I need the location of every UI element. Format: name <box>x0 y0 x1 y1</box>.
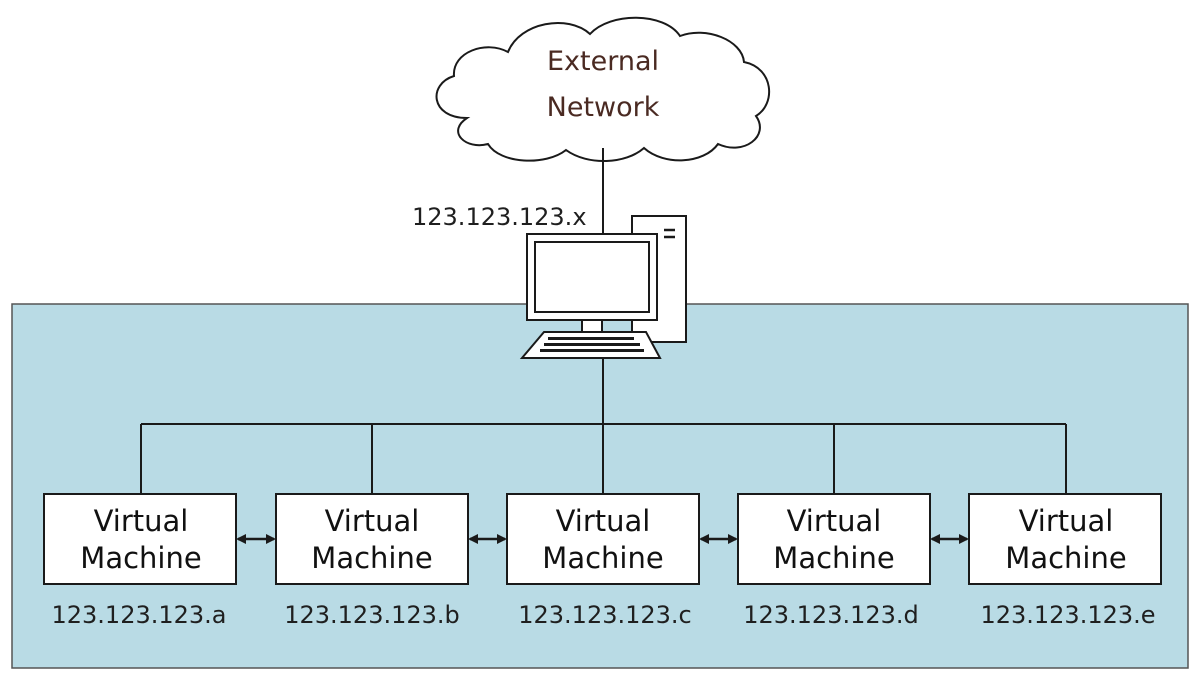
vm-label-line1: Virtual <box>325 504 420 538</box>
vm-box <box>968 493 1162 585</box>
vm-box <box>737 493 931 585</box>
cloud-icon <box>435 16 771 162</box>
vm-box <box>43 493 237 585</box>
cloud-label-line2: Network <box>547 92 660 123</box>
vm-ip-label: 123.123.123.e <box>980 601 1155 629</box>
vm-node-e: Virtual Machine 123.123.123.e <box>968 493 1162 629</box>
vm-ip-label: 123.123.123.b <box>284 601 460 629</box>
vm-label-line2: Machine <box>311 541 432 575</box>
vm-ip-label: 123.123.123.d <box>743 601 919 629</box>
vm-label-line1: Virtual <box>556 504 651 538</box>
keyboard-keys <box>540 337 644 352</box>
vm-ip-label: 123.123.123.c <box>518 601 692 629</box>
vm-label-line1: Virtual <box>1019 504 1114 538</box>
external-network-cloud: External Network <box>435 16 771 162</box>
vm-node-d: Virtual Machine 123.123.123.d <box>737 493 931 629</box>
host-area <box>11 303 1189 669</box>
vm-label-line2: Machine <box>773 541 894 575</box>
vm-node-a: Virtual Machine 123.123.123.a <box>43 493 237 629</box>
vm-label-line1: Virtual <box>787 504 882 538</box>
vm-node-b: Virtual Machine 123.123.123.b <box>275 493 469 629</box>
computer-icon <box>519 215 687 359</box>
vm-label-line1: Virtual <box>94 504 189 538</box>
vm-label-line2: Machine <box>542 541 663 575</box>
host-ip-label: 123.123.123.x <box>412 203 587 231</box>
vm-label-line2: Machine <box>1005 541 1126 575</box>
cloud-label-line1: External <box>547 46 659 77</box>
vm-node-c: Virtual Machine 123.123.123.c <box>506 493 700 629</box>
vm-label-line2: Machine <box>80 541 201 575</box>
vm-ip-label: 123.123.123.a <box>51 601 226 629</box>
